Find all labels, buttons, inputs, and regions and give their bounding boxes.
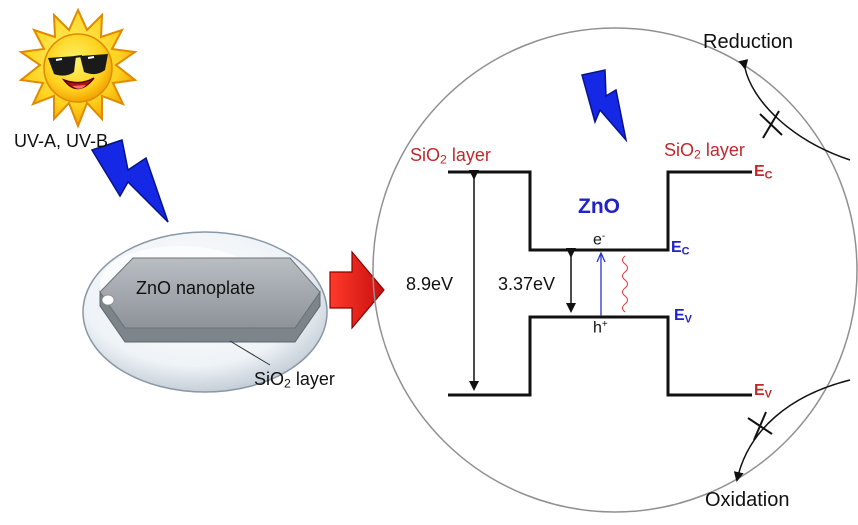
oxidation-label: Oxidation <box>705 489 790 511</box>
zno-core-label: ZnO <box>578 195 620 218</box>
capsule-shell-label: SiO2 layer <box>254 369 335 391</box>
inner-gap-label: 3.37eV <box>498 274 556 294</box>
outer-gap-label: 8.9eV <box>406 274 454 294</box>
sun-icon <box>18 7 138 129</box>
zno-nanoplate-capsule <box>82 231 328 393</box>
red-arrow-icon <box>329 250 385 330</box>
uv-label: UV-A, UV-B <box>14 131 109 151</box>
left-sio2-label: SiO2 layer <box>410 145 491 167</box>
electron-label: e- <box>593 231 606 249</box>
right-sio2-label: SiO2 layer <box>664 140 745 162</box>
sio2-ev-label: EV <box>754 382 772 401</box>
zoom-circle <box>372 27 858 513</box>
band-edges <box>448 170 752 397</box>
reduction-label: Reduction <box>703 31 794 53</box>
nanoplate-label: ZnO nanoplate <box>136 278 256 298</box>
lightning-bolt-icon-2 <box>581 69 628 143</box>
zno-ec-label: EC <box>671 239 690 258</box>
sio2-ec-label: EC <box>754 163 773 182</box>
oxidation-curve <box>733 379 851 482</box>
reduction-curve <box>738 59 851 161</box>
lightning-bolt-icon <box>90 139 169 223</box>
zno-ev-label: EV <box>674 307 692 326</box>
emission-wave <box>621 255 629 313</box>
hole-label: h+ <box>593 319 608 337</box>
